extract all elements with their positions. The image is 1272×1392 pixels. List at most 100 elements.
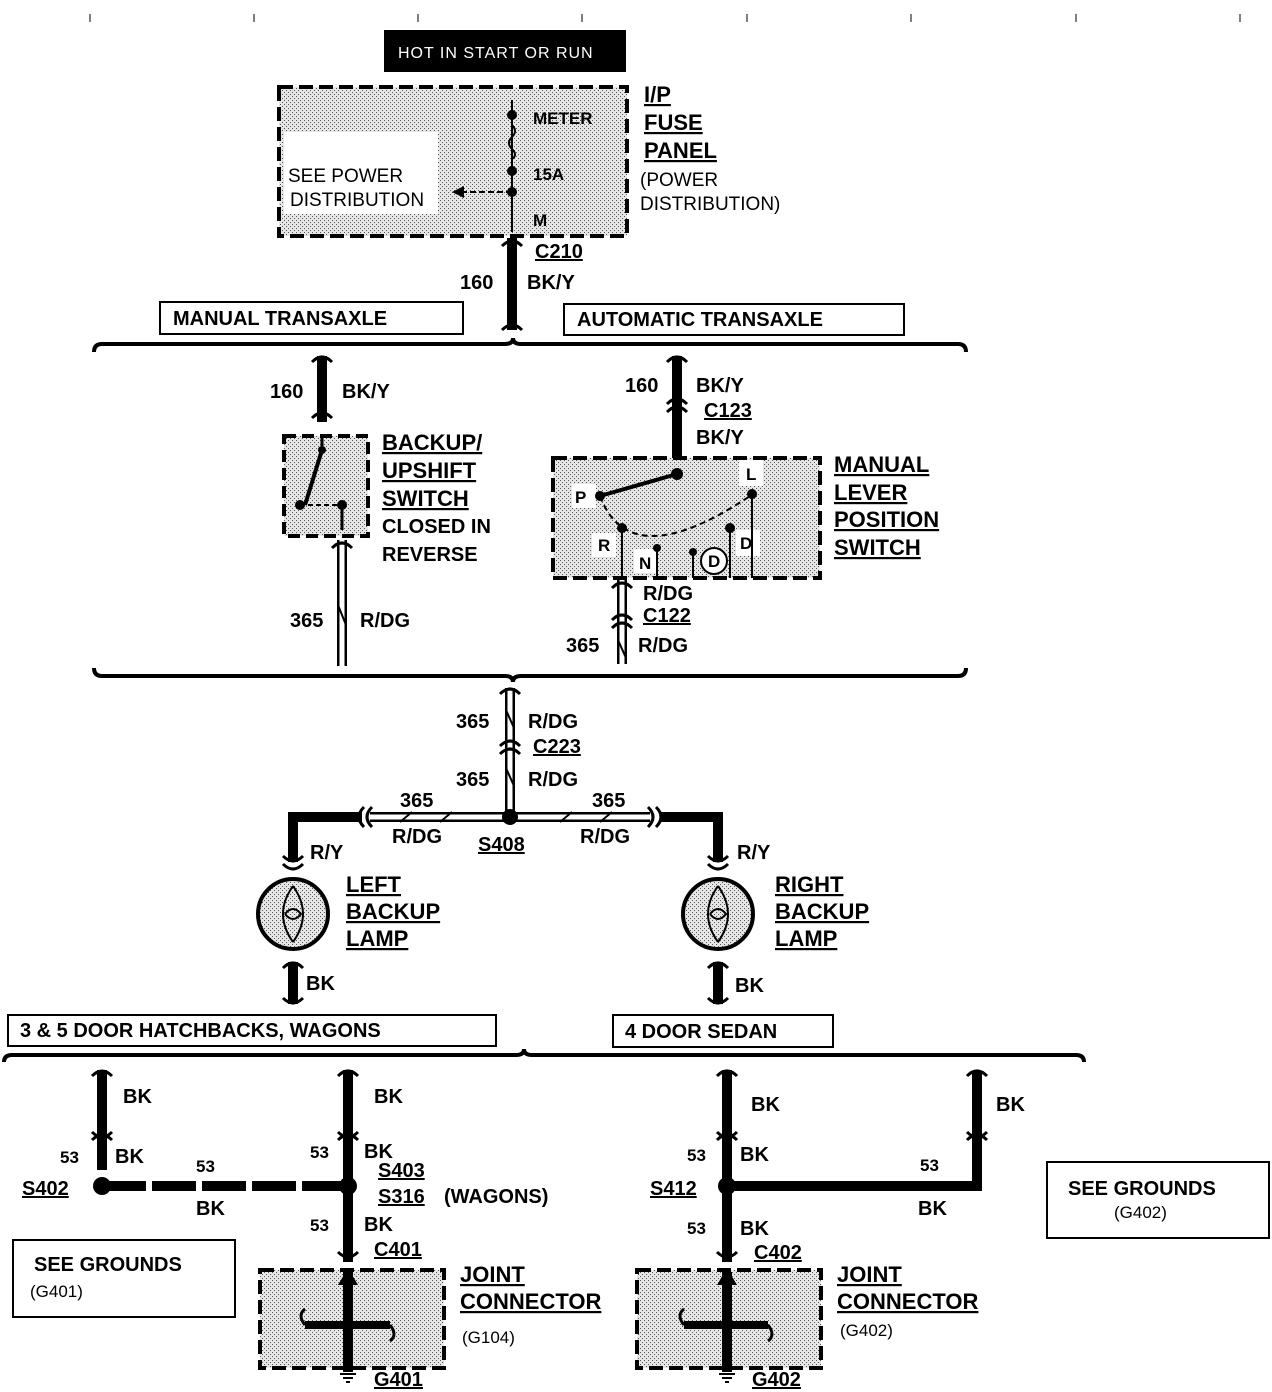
- auto-circuit-in: 160: [625, 375, 658, 397]
- sedan-label: 4 DOOR SEDAN: [625, 1021, 777, 1043]
- lg-bk3: BK: [115, 1146, 144, 1168]
- rg-side-wire: [718, 1069, 989, 1195]
- g401-label: G401: [374, 1369, 423, 1391]
- right-lamp-feed: [660, 812, 730, 871]
- meter-label: METER: [533, 109, 593, 128]
- see-grounds-right-ref: (G402): [1114, 1203, 1167, 1222]
- g402-label: G402: [752, 1369, 801, 1391]
- auto-color-c123: BK/Y: [696, 427, 744, 449]
- fuse-m-label: M: [533, 211, 547, 230]
- see-grounds-right: SEE GROUNDS: [1068, 1178, 1216, 1200]
- right-backup-lamp: [681, 877, 755, 951]
- right-lamp-ground: BK: [735, 975, 764, 997]
- manual-color-in: BK/Y: [342, 381, 390, 403]
- left-backup-lamp: [256, 877, 330, 951]
- bracket-transaxle-bottom: [92, 667, 968, 683]
- ruler-ticks: [89, 14, 1241, 22]
- left-lamp-feed: [281, 812, 362, 871]
- see-grounds-left: SEE GROUNDS: [34, 1254, 182, 1276]
- left-branch-color: R/DG: [392, 826, 442, 848]
- hot-label-box: [384, 30, 626, 72]
- fuse-title-3: PANEL: [644, 138, 717, 163]
- rg-c53b: 53: [687, 1219, 706, 1238]
- auto-color-in: BK/Y: [696, 375, 744, 397]
- mlps-title-1: MANUAL: [834, 452, 929, 477]
- automatic-transaxle-label: AUTOMATIC TRANSAXLE: [577, 309, 823, 331]
- s412-label: S412: [650, 1178, 697, 1200]
- c210-label: C210: [535, 241, 583, 263]
- mlps-title-2: LEVER: [834, 480, 907, 505]
- fuse-sub-1: (POWER: [640, 170, 718, 191]
- left-lamp-title-1: LEFT: [346, 872, 402, 897]
- top-circuit: 160: [460, 272, 493, 294]
- manual-transaxle-label: MANUAL TRANSAXLE: [173, 308, 387, 330]
- see-power-1: SEE POWER: [288, 166, 403, 187]
- center-color-2: R/DG: [528, 769, 578, 791]
- center-circuit-2: 365: [456, 769, 489, 791]
- switch-title-3: SWITCH: [382, 486, 469, 511]
- manual-circuit-in: 160: [270, 381, 303, 403]
- wire-365-manual: [330, 540, 354, 666]
- manual-color-out: R/DG: [360, 610, 410, 632]
- left-lamp-title-2: BACKUP: [346, 899, 440, 924]
- rg-side-circuit: 53: [920, 1156, 939, 1175]
- rg-bk1: BK: [751, 1094, 780, 1116]
- c122-label: C122: [643, 605, 691, 627]
- switch-note-2: REVERSE: [382, 544, 478, 566]
- rg-side-color: BK: [918, 1198, 947, 1220]
- s316-label: S316: [378, 1186, 425, 1208]
- fuse-sub-2: DISTRIBUTION): [640, 194, 780, 215]
- fuse-title-1: I/P: [644, 82, 671, 107]
- pos-l: L: [746, 465, 756, 484]
- auto-circuit-out: 365: [566, 635, 599, 657]
- right-branch-color: R/DG: [580, 826, 630, 848]
- backup-upshift-switch: [282, 434, 370, 538]
- fuse-title-2: FUSE: [644, 110, 703, 135]
- see-grounds-left-ref: (G401): [30, 1282, 83, 1301]
- joint-connector-g402: [635, 1268, 823, 1383]
- joint-connector-g104: [258, 1268, 446, 1383]
- hot-label: HOT IN START OR RUN: [398, 45, 594, 62]
- lg-c53c: 53: [310, 1216, 329, 1235]
- lg-c53b: 53: [310, 1143, 329, 1162]
- lg-bk1: BK: [123, 1086, 152, 1108]
- s402-label: S402: [22, 1178, 69, 1200]
- lg-c53a: 53: [60, 1148, 79, 1167]
- auto-color-out2: R/DG: [638, 635, 688, 657]
- see-power-2: DISTRIBUTION: [290, 190, 424, 211]
- left-lamp-ground: BK: [306, 973, 335, 995]
- s408-label: S408: [478, 834, 525, 856]
- top-color: BK/Y: [527, 272, 575, 294]
- pos-p: P: [575, 488, 586, 507]
- right-lamp-title-1: RIGHT: [775, 872, 844, 897]
- rg-bk3: BK: [740, 1144, 769, 1166]
- pos-od: D: [708, 552, 720, 571]
- bracket-body-style: [2, 1048, 1086, 1063]
- g402-ref: (G402): [840, 1321, 893, 1340]
- rg-bk2: BK: [996, 1094, 1025, 1116]
- joint-right-1: JOINT: [837, 1262, 902, 1287]
- lg-bk4: BK: [364, 1141, 393, 1163]
- joint-right-2: CONNECTOR: [837, 1289, 978, 1314]
- s408-splice: [357, 805, 663, 829]
- joint-left-2: CONNECTOR: [460, 1289, 601, 1314]
- left-branch-circuit: 365: [400, 790, 433, 812]
- mlps-title-3: POSITION: [834, 507, 939, 532]
- joint-left-1: JOINT: [460, 1262, 525, 1287]
- pos-r: R: [598, 536, 610, 555]
- s402-splice: [93, 1177, 357, 1195]
- wagons-label: (WAGONS): [444, 1186, 548, 1208]
- lg-bk2: BK: [374, 1086, 403, 1108]
- g104-label: (G104): [462, 1328, 515, 1347]
- left-lamp-title-3: LAMP: [346, 926, 408, 951]
- rg-bk4: BK: [740, 1218, 769, 1240]
- pos-n: N: [639, 554, 651, 573]
- right-lamp-feed-color: R/Y: [737, 842, 771, 864]
- wire-365-center: [498, 687, 522, 815]
- s403-label: S403: [378, 1160, 425, 1182]
- fuse-amps: 15A: [533, 165, 564, 184]
- hatchback-label: 3 & 5 DOOR HATCHBACKS, WAGONS: [20, 1020, 381, 1042]
- c401-label: C401: [374, 1239, 422, 1261]
- c123-label: C123: [704, 400, 752, 422]
